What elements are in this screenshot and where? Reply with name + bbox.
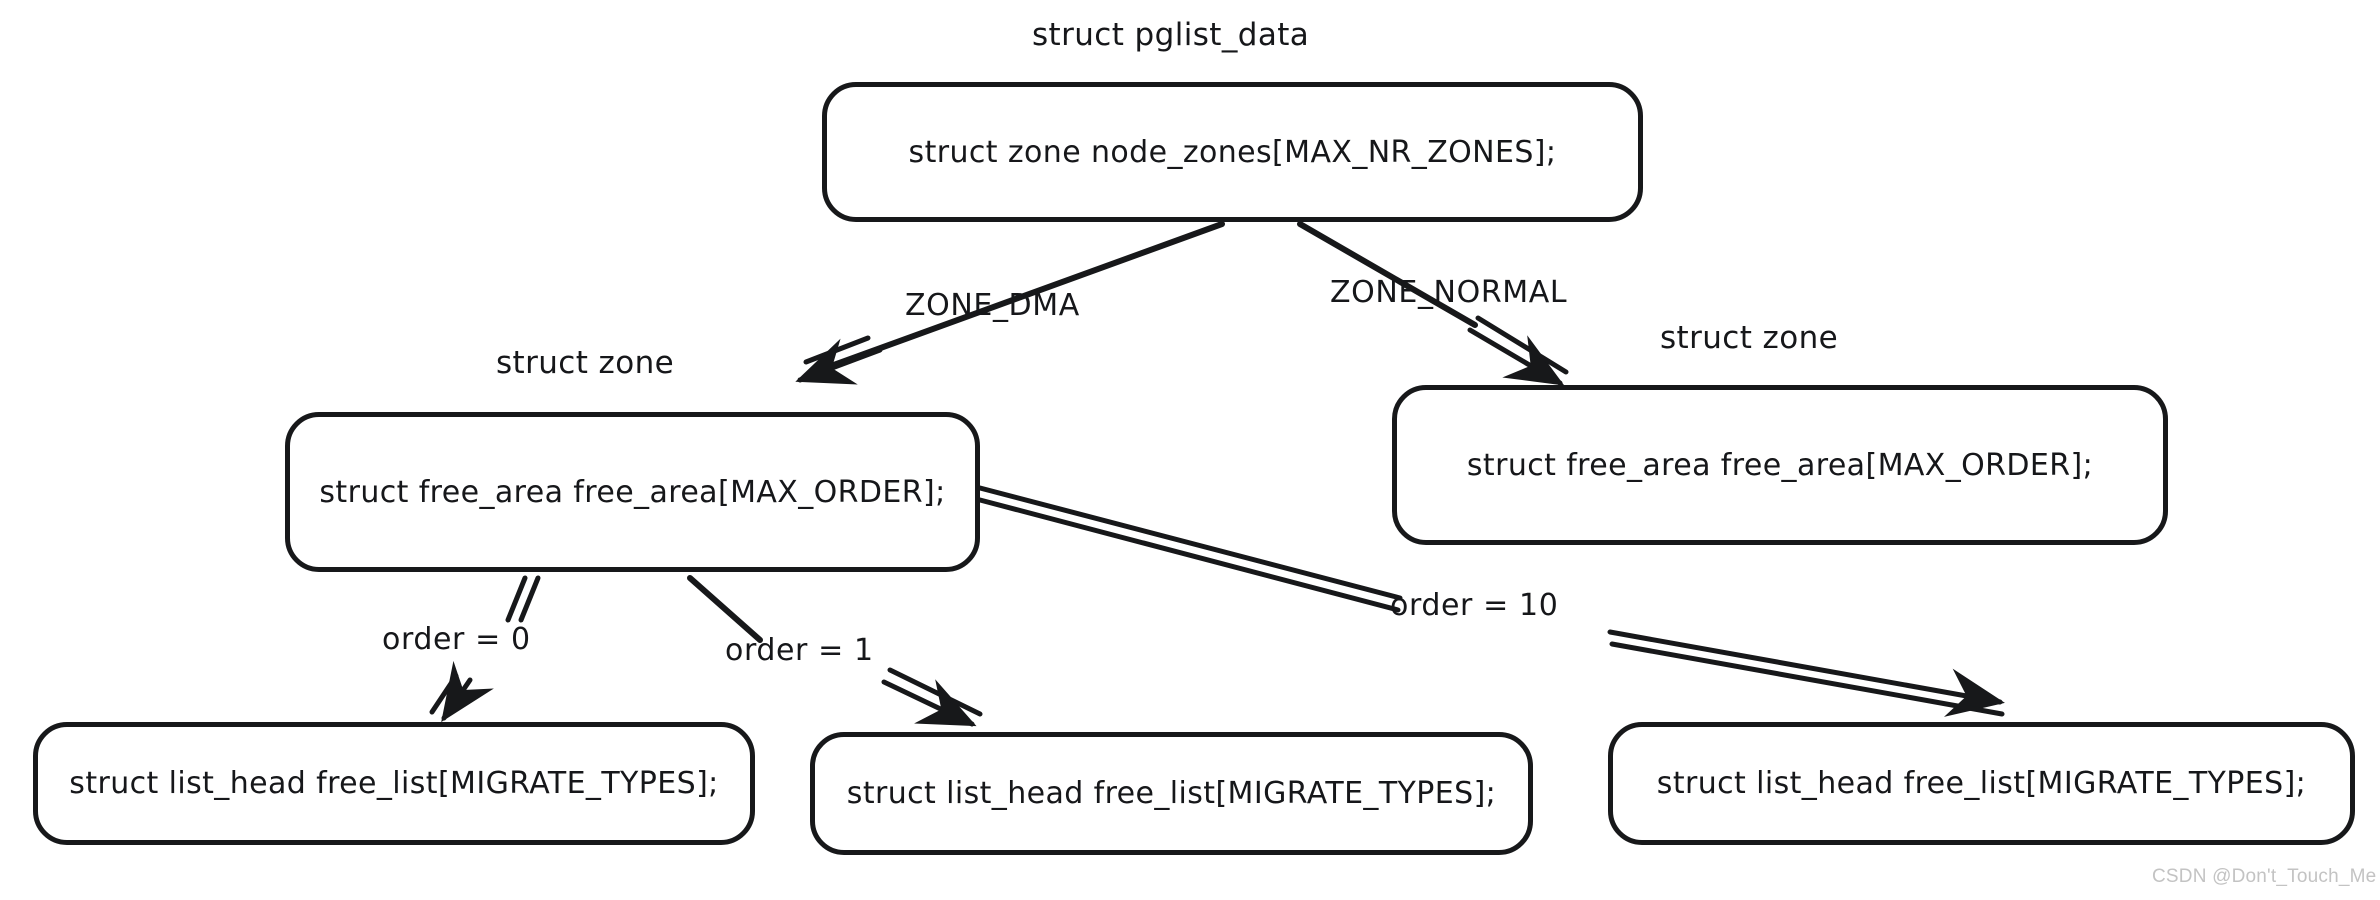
connector-order-10 xyxy=(977,485,2005,717)
pglist-data-caption: struct pglist_data xyxy=(1032,17,1310,53)
free-list-node-order10-label: struct list_head free_list[MIGRATE_TYPES… xyxy=(1656,766,2307,801)
edge-label-order-0: order = 0 xyxy=(382,622,531,657)
free-list-node-order0[interactable]: struct list_head free_list[MIGRATE_TYPES… xyxy=(33,722,755,845)
edge-label-zone-dma: ZONE_DMA xyxy=(905,288,1080,323)
connector-order-0 xyxy=(429,575,541,723)
connector-zone-normal xyxy=(1297,221,1569,386)
free-list-node-order1[interactable]: struct list_head free_list[MIGRATE_TYPES… xyxy=(810,732,1533,855)
zone-left-caption: struct zone xyxy=(496,345,675,381)
edge-label-zone-normal: ZONE_NORMAL xyxy=(1330,275,1568,310)
connector-order-1 xyxy=(687,575,983,727)
free-list-node-order0-label: struct list_head free_list[MIGRATE_TYPES… xyxy=(69,766,719,801)
free-list-node-order1-label: struct list_head free_list[MIGRATE_TYPES… xyxy=(846,776,1497,811)
csdn-watermark: CSDN @Don't_Touch_Me xyxy=(2152,866,2377,887)
pglist-data-node[interactable]: struct zone node_zones[MAX_NR_ZONES]; xyxy=(822,82,1643,222)
zone-right-caption: struct zone xyxy=(1660,320,1839,356)
pglist-data-node-label: struct zone node_zones[MAX_NR_ZONES]; xyxy=(908,134,1557,170)
edge-label-order-10: order = 10 xyxy=(1390,588,1559,623)
connector-zone-dma xyxy=(795,221,1225,385)
zone-normal-node-label: struct free_area free_area[MAX_ORDER]; xyxy=(1466,447,2094,483)
zone-normal-node[interactable]: struct free_area free_area[MAX_ORDER]; xyxy=(1392,385,2168,545)
free-list-node-order10[interactable]: struct list_head free_list[MIGRATE_TYPES… xyxy=(1608,722,2355,845)
zone-dma-node-label: struct free_area free_area[MAX_ORDER]; xyxy=(319,474,946,510)
edge-label-order-1: order = 1 xyxy=(725,633,874,668)
zone-dma-node[interactable]: struct free_area free_area[MAX_ORDER]; xyxy=(285,412,980,572)
